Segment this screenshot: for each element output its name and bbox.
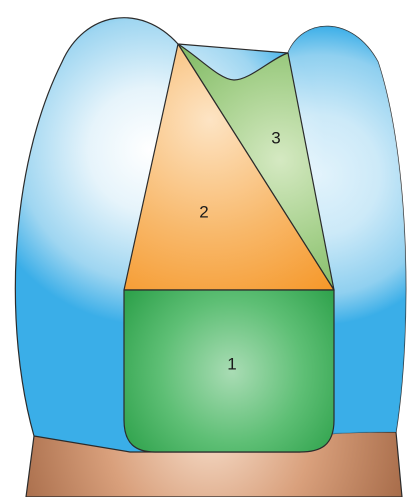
region-label-3: 3	[271, 128, 280, 147]
region-label-2: 2	[199, 202, 208, 221]
region-label-1: 1	[227, 354, 236, 373]
